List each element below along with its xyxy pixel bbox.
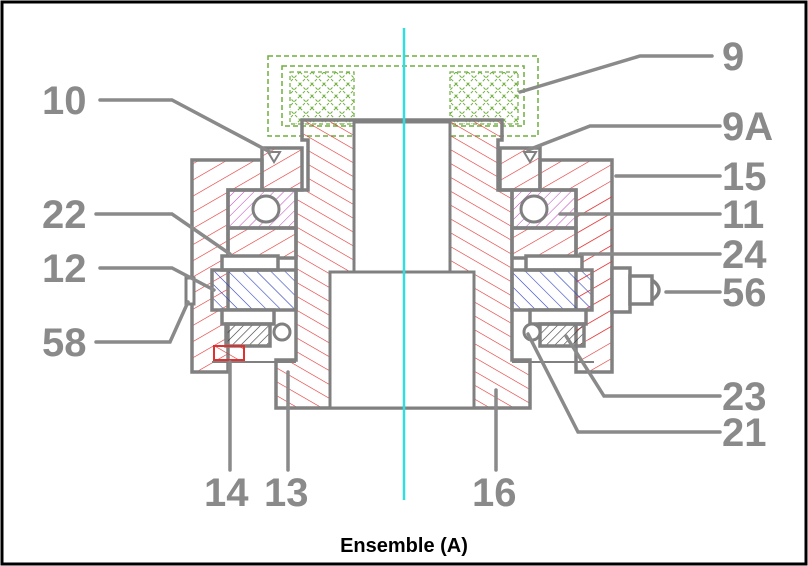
label-24: 24	[722, 233, 767, 277]
phantom-part-9	[267, 55, 539, 137]
label-14: 14	[204, 471, 249, 515]
label-13: 13	[264, 471, 309, 515]
label-21: 21	[722, 411, 767, 455]
label-15: 15	[722, 155, 767, 199]
label-9: 9	[722, 35, 744, 79]
seals-21-23	[212, 308, 594, 363]
label-23: 23	[722, 375, 767, 419]
label-11: 11	[722, 193, 764, 237]
spacer-22-24	[220, 226, 584, 272]
label-58: 58	[42, 321, 87, 365]
label-56: 56	[722, 271, 767, 315]
pin-58	[184, 276, 196, 306]
label-10: 10	[42, 79, 87, 123]
bushing-12	[210, 268, 594, 312]
grease-nipple-56	[610, 266, 661, 314]
bearing-11	[226, 188, 578, 230]
label-16: 16	[472, 471, 517, 515]
label-12: 12	[42, 247, 87, 291]
caption: Ensemble (A)	[340, 535, 468, 557]
leader-lines	[94, 54, 722, 472]
label-22: 22	[42, 193, 87, 237]
label-9a: 9A	[722, 105, 773, 149]
part-labels: 9 10 9A 15 22 11 24 12 56 58 23 21 14 13…	[42, 35, 773, 515]
